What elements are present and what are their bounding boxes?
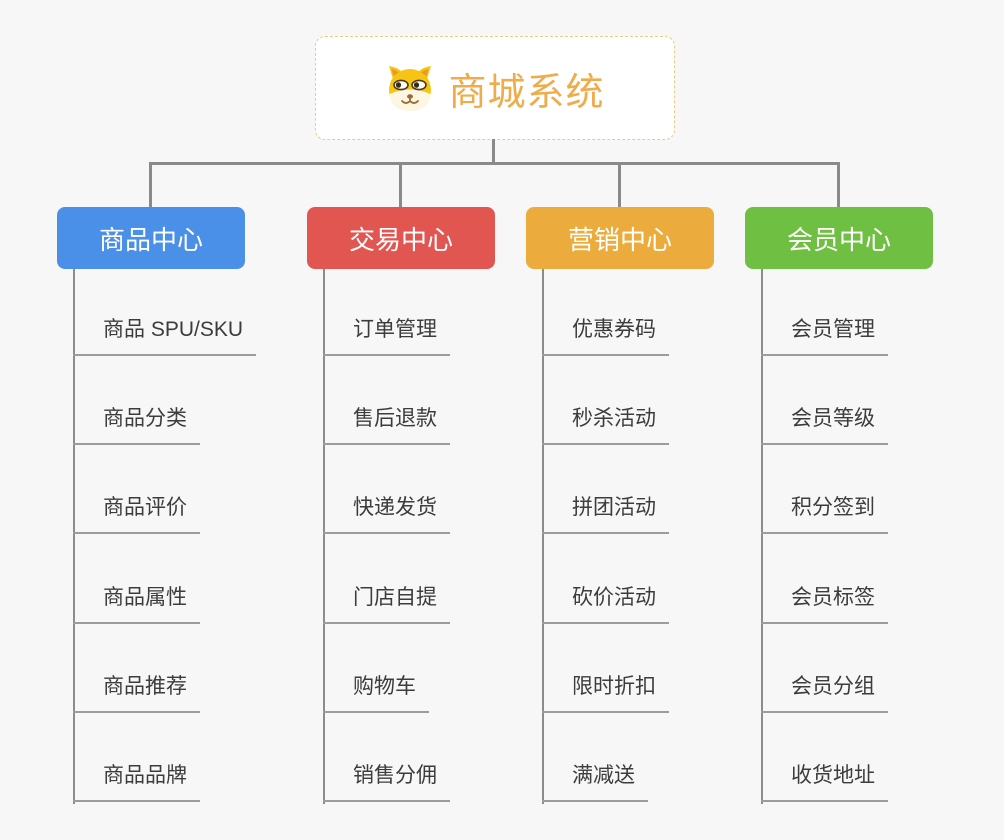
root-title: 商城系统 [448, 71, 605, 114]
connector-drop-branch-2 [399, 162, 402, 208]
leaf-node[interactable]: 优惠券码 [542, 315, 669, 356]
leaf-node[interactable]: 销售分佣 [323, 761, 450, 802]
branch-node-goods[interactable]: 商品中心 [57, 207, 245, 269]
leaf-node[interactable]: 商品属性 [73, 583, 200, 624]
leaf-node[interactable]: 商品分类 [73, 404, 200, 445]
branch-node-trade[interactable]: 交易中心 [307, 207, 495, 269]
leaf-node[interactable]: 会员管理 [761, 315, 888, 356]
leaf-node[interactable]: 商品推荐 [73, 672, 200, 713]
branch-label: 商品中心 [98, 224, 203, 255]
branch-node-marketing[interactable]: 营销中心 [526, 207, 714, 269]
leaf-node[interactable]: 商品品牌 [73, 761, 200, 802]
branch-column-goods: 商品中心 商品 SPU/SKU 商品分类 商品评价 商品属性 商品推荐 商品品牌 [57, 207, 307, 817]
leaf-node[interactable]: 会员标签 [761, 583, 888, 624]
leaf-node[interactable]: 门店自提 [323, 583, 450, 624]
leaf-node[interactable]: 限时折扣 [542, 672, 669, 713]
leaf-node[interactable]: 积分签到 [761, 493, 888, 534]
branch-spine [323, 269, 325, 804]
leaf-node[interactable]: 快递发货 [323, 493, 450, 534]
connector-drop-branch-1 [149, 162, 152, 208]
connector-drop-branch-4 [837, 162, 840, 208]
branch-spine [73, 269, 75, 804]
branch-spine [542, 269, 544, 804]
leaf-node[interactable]: 会员分组 [761, 672, 888, 713]
branch-spine [761, 269, 763, 804]
leaf-node[interactable]: 购物车 [323, 672, 429, 713]
branch-column-member: 会员中心 会员管理 会员等级 积分签到 会员标签 会员分组 收货地址 [745, 207, 995, 817]
branch-label: 交易中心 [348, 224, 453, 255]
connector-root-stem [492, 139, 495, 164]
leaf-node[interactable]: 满减送 [542, 761, 648, 802]
branch-label: 营销中心 [567, 224, 672, 255]
leaf-node[interactable]: 拼团活动 [542, 493, 669, 534]
leaf-node[interactable]: 收货地址 [761, 761, 888, 802]
leaf-node[interactable]: 售后退款 [323, 404, 450, 445]
branch-column-trade: 交易中心 订单管理 售后退款 快递发货 门店自提 购物车 销售分佣 [307, 207, 557, 817]
leaf-node[interactable]: 砍价活动 [542, 583, 669, 624]
leaf-node[interactable]: 订单管理 [323, 315, 450, 356]
leaf-node[interactable]: 商品 SPU/SKU [73, 315, 257, 356]
branch-label: 会员中心 [786, 224, 891, 255]
root-node[interactable]: 商城系统 [315, 36, 675, 140]
connector-rail [149, 162, 840, 165]
leaf-node[interactable]: 商品评价 [73, 493, 200, 534]
connector-drop-branch-3 [618, 162, 621, 208]
branch-node-member[interactable]: 会员中心 [745, 207, 933, 269]
leaf-node[interactable]: 秒杀活动 [542, 404, 669, 445]
branch-column-marketing: 营销中心 优惠券码 秒杀活动 拼团活动 砍价活动 限时折扣 满减送 [526, 207, 776, 817]
dog-face-icon [389, 66, 432, 111]
leaf-node[interactable]: 会员等级 [761, 404, 888, 445]
